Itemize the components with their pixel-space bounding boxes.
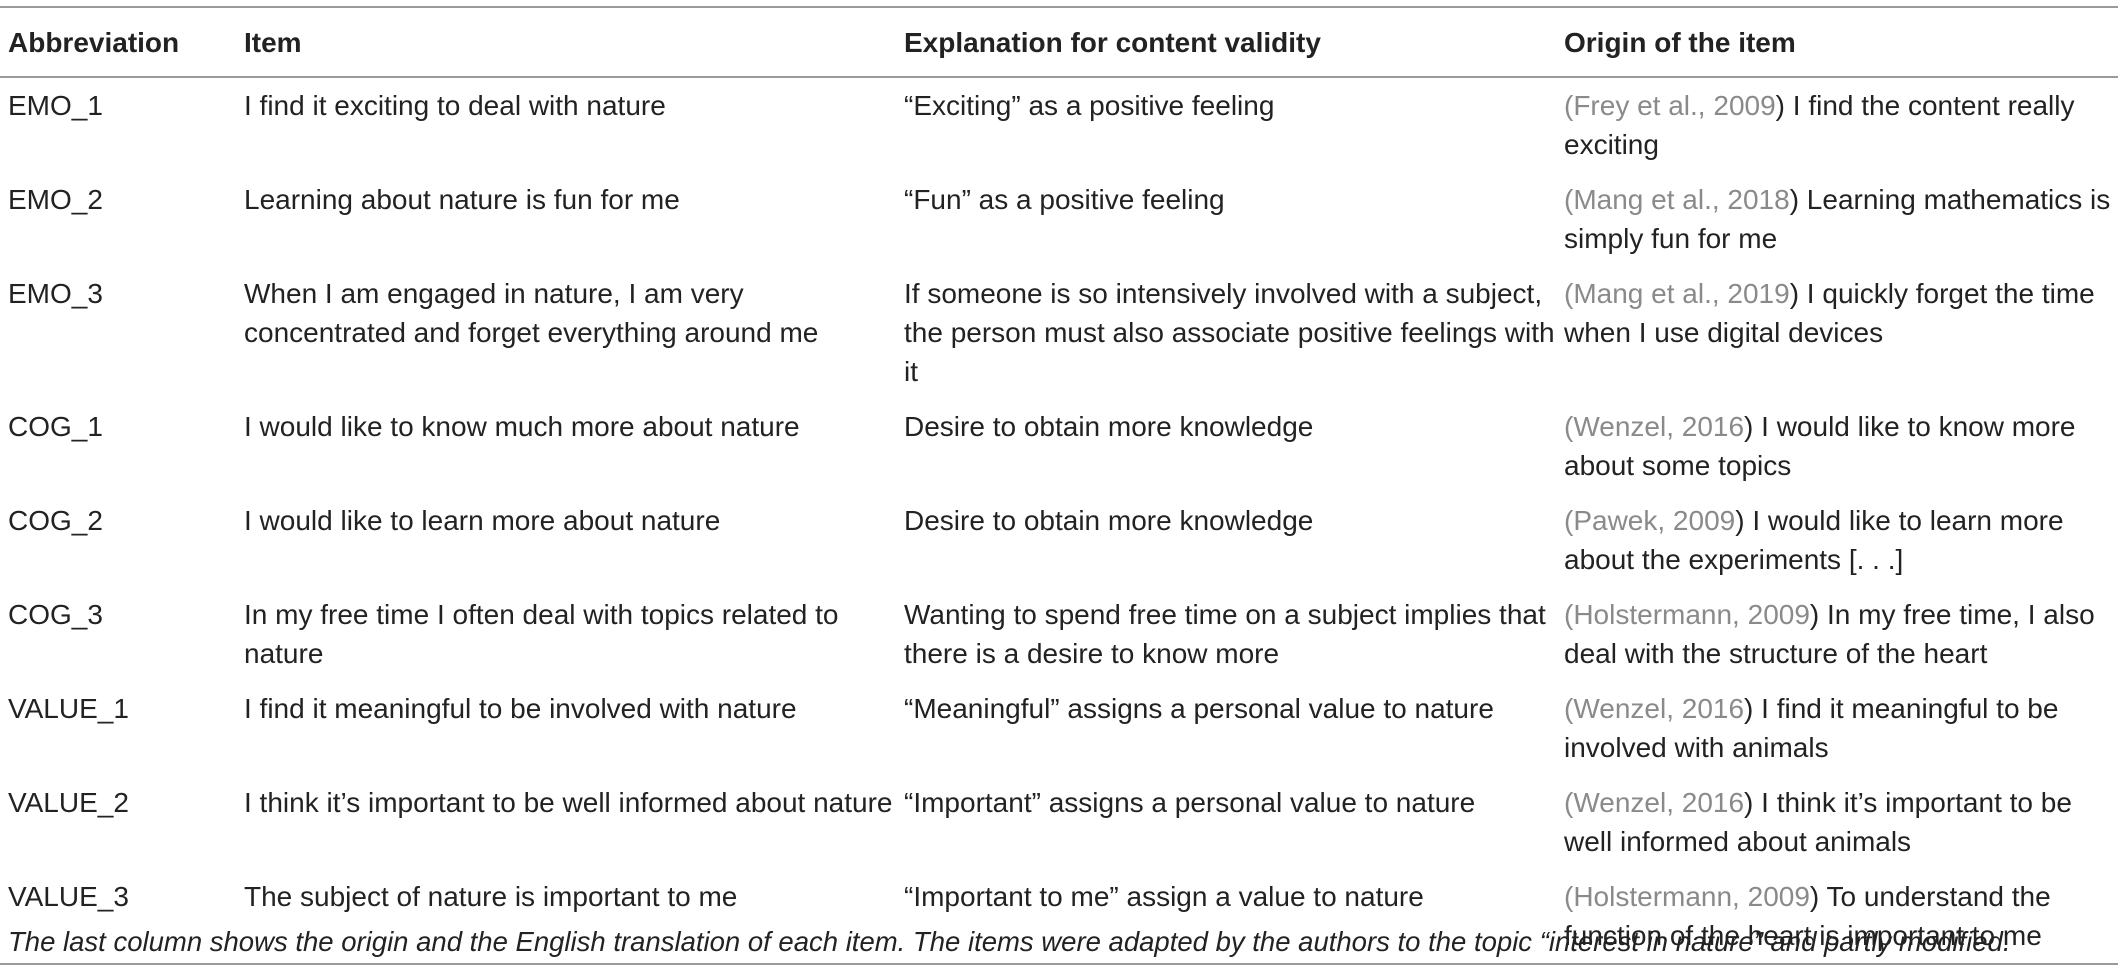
- cell-origin: (Mang et al., 2019) I quickly forget the…: [1564, 266, 2118, 399]
- cell-abbreviation: EMO_2: [8, 184, 103, 215]
- origin-citation-link[interactable]: Wenzel, 2016: [1573, 411, 1745, 442]
- origin-text: ) To understand the function of the hear…: [1564, 881, 2051, 951]
- cell-explanation: “Important” assigns a personal value to …: [904, 787, 1476, 818]
- cell-item: When I am engaged in nature, I am very c…: [244, 278, 819, 348]
- origin-text: ) I quickly forget the time when I use d…: [1564, 278, 2095, 348]
- items-table: Abbreviation Item Explanation for conten…: [0, 6, 2118, 965]
- cell-origin: (Frey et al., 2009) I find the content r…: [1564, 77, 2118, 172]
- origin-citation-link[interactable]: Wenzel, 2016: [1573, 693, 1745, 724]
- cell-item: I find it exciting to deal with nature: [244, 90, 666, 121]
- table-row: EMO_3 When I am engaged in nature, I am …: [0, 266, 2118, 399]
- cell-explanation: “Fun” as a positive feeling: [904, 184, 1225, 215]
- cell-abbreviation: COG_3: [8, 599, 103, 630]
- cell-origin: (Wenzel, 2016) I find it meaningful to b…: [1564, 681, 2118, 775]
- table-row: COG_3 In my free time I often deal with …: [0, 587, 2118, 681]
- cell-item: In my free time I often deal with topics…: [244, 599, 839, 669]
- header-abbreviation: Abbreviation: [8, 26, 180, 58]
- origin-citation-link[interactable]: Pawek, 2009: [1573, 505, 1736, 536]
- cell-item: I would like to know much more about nat…: [244, 411, 800, 442]
- origin-open-paren: (: [1564, 411, 1574, 442]
- cell-item: The subject of nature is important to me: [244, 881, 738, 912]
- header-item: Item: [244, 26, 302, 58]
- table-body: EMO_1 I find it exciting to deal with na…: [0, 77, 2118, 964]
- origin-text: ) I would like to learn more about the e…: [1564, 505, 2064, 575]
- origin-citation-link[interactable]: Frey et al., 2009: [1573, 90, 1776, 121]
- table-row: VALUE_3 The subject of nature is importa…: [0, 869, 2118, 964]
- table-row: VALUE_1 I find it meaningful to be invol…: [0, 681, 2118, 775]
- origin-open-paren: (: [1564, 881, 1574, 912]
- cell-origin: (Wenzel, 2016) I would like to know more…: [1564, 399, 2118, 493]
- cell-origin: (Wenzel, 2016) I think it’s important to…: [1564, 775, 2118, 869]
- cell-item: I would like to learn more about nature: [244, 505, 721, 536]
- origin-citation-link[interactable]: Holstermann, 2009: [1573, 599, 1810, 630]
- cell-explanation: “Meaningful” assigns a personal value to…: [904, 693, 1494, 724]
- table-header: Abbreviation Item Explanation for conten…: [0, 7, 2118, 77]
- cell-explanation: “Important to me” assign a value to natu…: [904, 881, 1424, 912]
- origin-text: ) I find it meaningful to be involved wi…: [1564, 693, 2059, 763]
- origin-open-paren: (: [1564, 787, 1574, 818]
- header-explanation: Explanation for content validity: [904, 26, 1321, 58]
- table-row: VALUE_2 I think it’s important to be wel…: [0, 775, 2118, 869]
- items-table-container: Abbreviation Item Explanation for conten…: [0, 6, 2118, 965]
- cell-abbreviation: VALUE_2: [8, 787, 129, 818]
- origin-text: ) Learning mathematics is simply fun for…: [1564, 184, 2111, 254]
- origin-text: ) I find the content really exciting: [1564, 90, 2075, 160]
- origin-text: ) In my free time, I also deal with the …: [1564, 599, 2095, 669]
- origin-citation-link[interactable]: Mang et al., 2018: [1573, 184, 1790, 215]
- cell-explanation: Desire to obtain more knowledge: [904, 505, 1314, 536]
- origin-open-paren: (: [1564, 505, 1574, 536]
- cell-abbreviation: EMO_1: [8, 90, 103, 121]
- cell-explanation: Wanting to spend free time on a subject …: [904, 599, 1546, 669]
- origin-open-paren: (: [1564, 184, 1574, 215]
- cell-abbreviation: COG_2: [8, 505, 103, 536]
- table-footnote: The last column shows the origin and the…: [8, 926, 2011, 957]
- header-row: Abbreviation Item Explanation for conten…: [0, 7, 2118, 77]
- table-row: EMO_2 Learning about nature is fun for m…: [0, 172, 2118, 266]
- header-origin: Origin of the item: [1564, 26, 1796, 58]
- cell-abbreviation: EMO_3: [8, 278, 103, 309]
- origin-open-paren: (: [1564, 599, 1574, 630]
- cell-origin: (Mang et al., 2018) Learning mathematics…: [1564, 172, 2118, 266]
- cell-abbreviation: VALUE_1: [8, 693, 129, 724]
- cell-item: I find it meaningful to be involved with…: [244, 693, 797, 724]
- cell-item: I think it’s important to be well inform…: [244, 787, 893, 818]
- cell-origin: (Holstermann, 2009) In my free time, I a…: [1564, 587, 2118, 681]
- origin-citation-link[interactable]: Wenzel, 2016: [1573, 787, 1745, 818]
- cell-origin: (Pawek, 2009) I would like to learn more…: [1564, 493, 2118, 587]
- origin-citation-link[interactable]: Holstermann, 2009: [1573, 881, 1810, 912]
- origin-open-paren: (: [1564, 90, 1574, 121]
- origin-open-paren: (: [1564, 278, 1574, 309]
- table-row: COG_1 I would like to know much more abo…: [0, 399, 2118, 493]
- origin-open-paren: (: [1564, 693, 1574, 724]
- cell-abbreviation: COG_1: [8, 411, 103, 442]
- cell-item: Learning about nature is fun for me: [244, 184, 680, 215]
- origin-text: ) I would like to know more about some t…: [1564, 411, 2076, 481]
- cell-explanation: Desire to obtain more knowledge: [904, 411, 1314, 442]
- cell-abbreviation: VALUE_3: [8, 881, 129, 912]
- table-row: COG_2 I would like to learn more about n…: [0, 493, 2118, 587]
- origin-citation-link[interactable]: Mang et al., 2019: [1573, 278, 1790, 309]
- origin-text: ) I think it’s important to be well info…: [1564, 787, 2072, 857]
- table-row: EMO_1 I find it exciting to deal with na…: [0, 77, 2118, 172]
- cell-explanation: “Exciting” as a positive feeling: [904, 90, 1275, 121]
- cell-origin: (Holstermann, 2009) To understand the fu…: [1564, 869, 2118, 964]
- cell-explanation: If someone is so intensively involved wi…: [904, 278, 1555, 387]
